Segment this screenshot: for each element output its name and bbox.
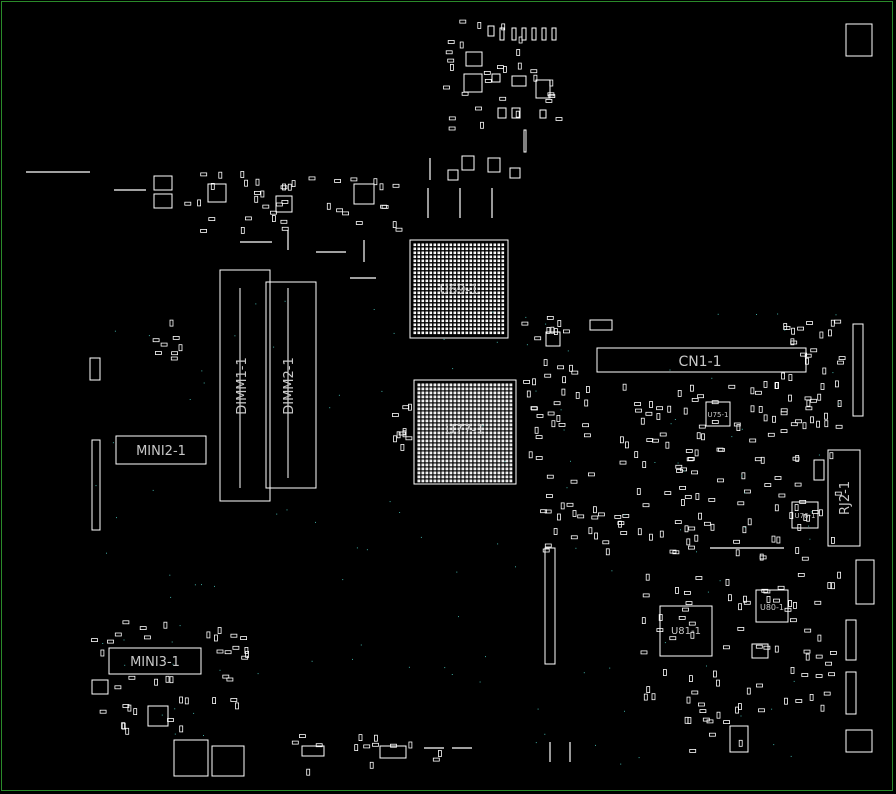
rj2-jack-outline [827,449,861,547]
u76-label: U76-1 [794,512,815,520]
dimm2-label: DIMM2-1 [282,357,297,415]
dimm1-label: DIMM1-1 [235,357,250,415]
trace-lines [26,158,784,762]
mini3-label: MINI3-1 [130,655,180,670]
u75-label: U75-1 [707,411,728,419]
small-component-field [91,19,846,776]
lower-center-connector [544,547,556,665]
u80-label: U80-1 [760,603,784,612]
rj2-label: RJ2-1 [838,481,853,515]
mini3-slot-outline [108,647,202,675]
u76-chip [791,501,819,529]
mini2-label: MINI2-1 [136,444,186,459]
u77-label: U77-1 [445,423,484,438]
dimm2-slot-outline [265,281,317,489]
u69-bga-package [409,239,509,339]
mini2-slot-outline [115,435,207,465]
right-connector-top [852,323,864,417]
right-connector-bottom [845,671,857,715]
cn1-connector-outline [596,347,807,373]
u81-chip [659,605,713,657]
right-connector-low [845,619,857,661]
u77-bga-package [413,379,517,485]
dimm1-slot-outline [219,269,271,502]
u69-label: U69-1 [439,283,478,298]
u81-label: U81-1 [671,626,701,637]
u80-chip [755,589,789,623]
mini-card-connector [91,439,101,531]
component-top-right [845,23,873,57]
component-bottom-right [845,729,873,753]
cn1-label: CN1-1 [678,354,721,370]
right-connector-mid [855,559,875,605]
top-connector-cluster [447,25,557,181]
u77-ball-grid [417,383,513,483]
u69-ball-grid [413,243,505,335]
